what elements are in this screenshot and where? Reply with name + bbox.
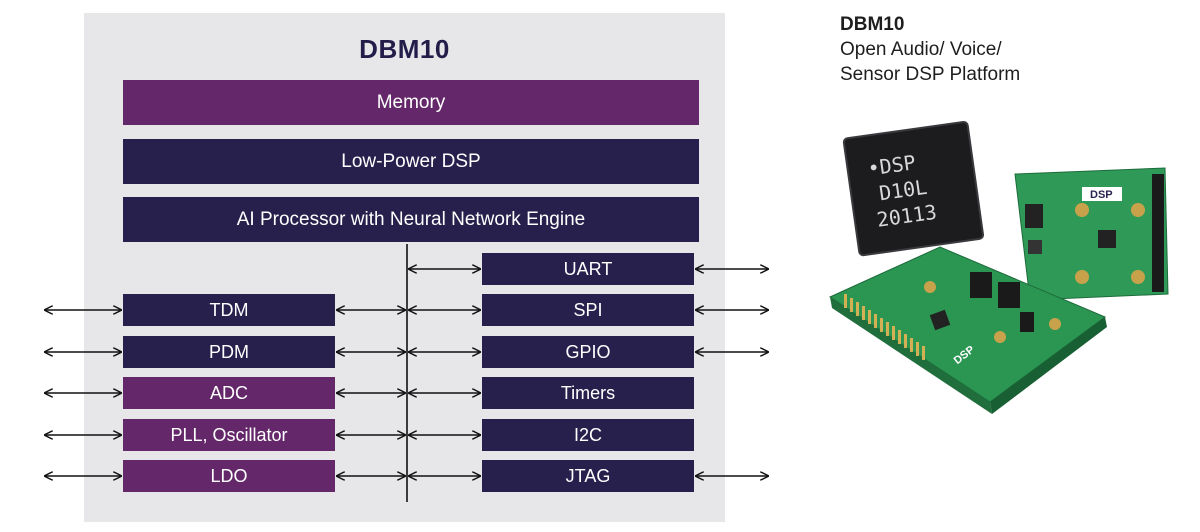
spi-block: SPI bbox=[482, 294, 694, 326]
pll-oscillator-block: PLL, Oscillator bbox=[123, 419, 335, 451]
diagram-title: DBM10 bbox=[359, 34, 450, 64]
back-board-logo: DSP bbox=[1090, 189, 1113, 201]
product-caption: DBM10 Open Audio/ Voice/ Sensor DSP Plat… bbox=[840, 12, 1020, 87]
adc-block: ADC bbox=[123, 377, 335, 409]
uart-block: UART bbox=[482, 253, 694, 285]
low-power-dsp-block: Low-Power DSP bbox=[123, 139, 699, 184]
ldo-block: LDO bbox=[123, 460, 335, 492]
caption-line-1: Open Audio/ Voice/ bbox=[840, 39, 1002, 60]
tdm-block: TDM bbox=[123, 294, 335, 326]
product-photo: DSP DSP •DSP D10L 20113 bbox=[828, 120, 1169, 414]
front-eval-board: DSP bbox=[828, 246, 1107, 414]
timers-block: Timers bbox=[482, 377, 694, 409]
connection-lines bbox=[0, 244, 800, 502]
gpio-block: GPIO bbox=[482, 336, 694, 368]
back-eval-board: DSP bbox=[1014, 167, 1169, 301]
caption-title: DBM10 bbox=[840, 14, 905, 35]
memory-block: Memory bbox=[123, 80, 699, 125]
pdm-block: PDM bbox=[123, 336, 335, 368]
dsp-chip: •DSP D10L 20113 bbox=[842, 120, 985, 257]
jtag-block: JTAG bbox=[482, 460, 694, 492]
ai-processor-block: AI Processor with Neural Network Engine bbox=[123, 197, 699, 242]
i2c-block: I2C bbox=[482, 419, 694, 451]
caption-line-2: Sensor DSP Platform bbox=[840, 64, 1021, 85]
